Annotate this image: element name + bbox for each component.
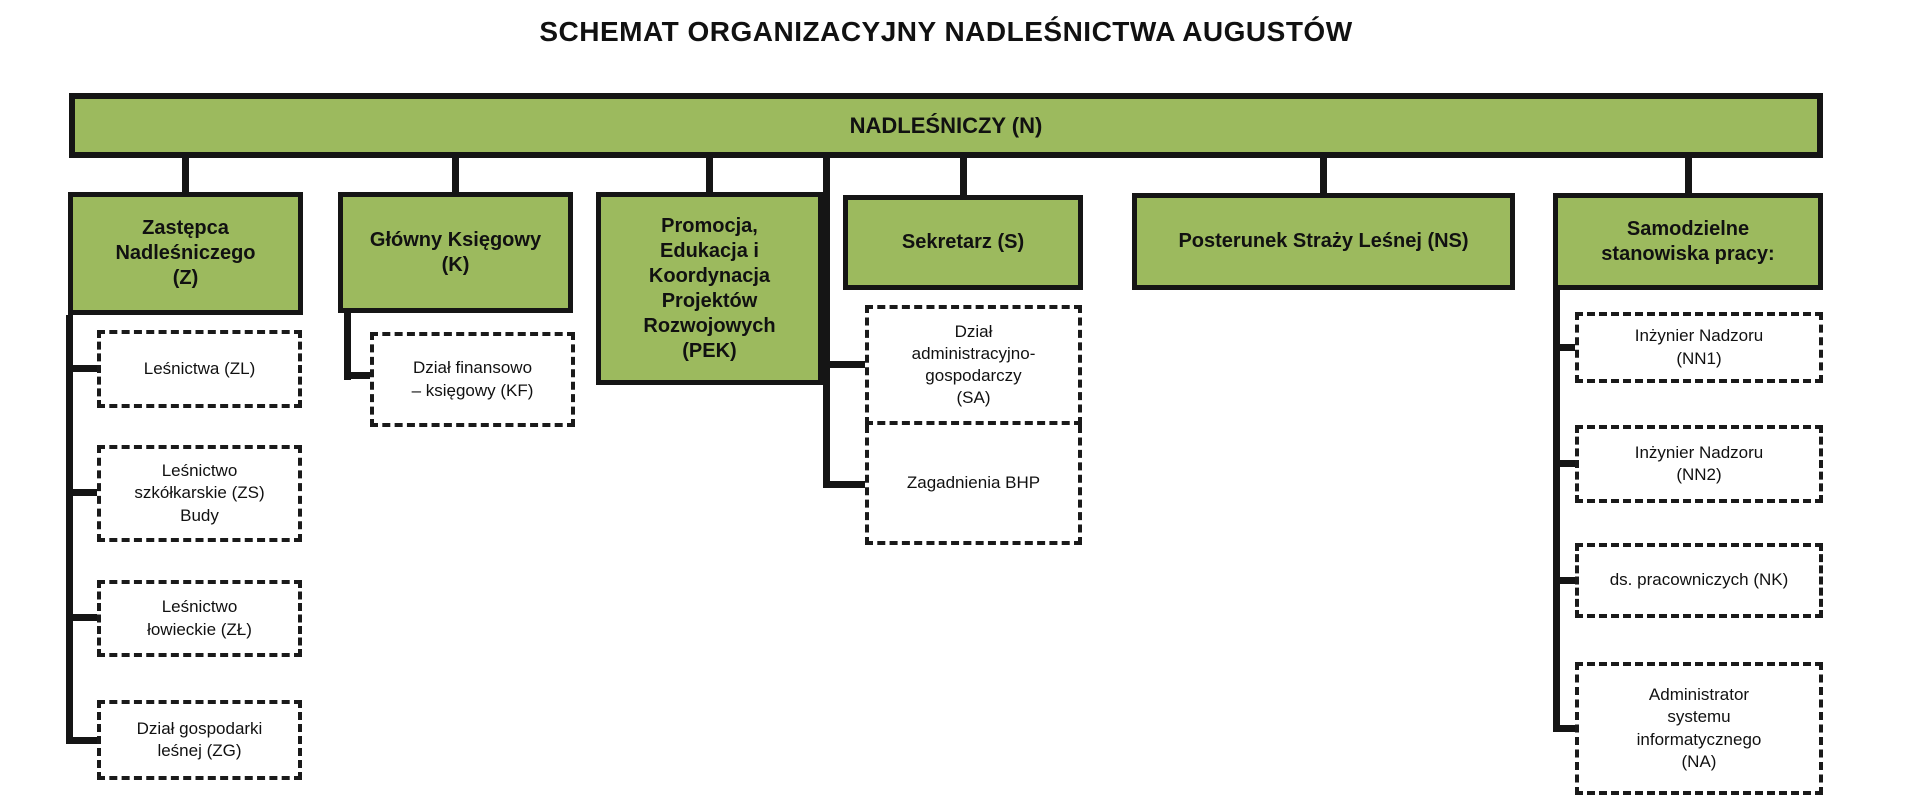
connector-spine-samodzielne	[1553, 290, 1560, 732]
org-node-samodzielne-stanowiska: Samodzielne stanowiska pracy:	[1553, 193, 1823, 290]
connector-stub-zlow	[66, 614, 97, 621]
connector-drop-sekretarz	[960, 158, 967, 195]
org-node-nadlesniczy: NADLEŚNICZY (N)	[69, 93, 1823, 158]
connector-stub-nn1	[1553, 344, 1575, 351]
org-child-inzynier-nadzoru-nn2: Inżynier Nadzoru (NN2)	[1575, 425, 1823, 503]
connector-spine-ksiegowy	[344, 313, 351, 380]
org-child-zagadnienia-bhp: Zagadnienia BHP	[865, 425, 1082, 545]
connector-stub-zg	[66, 737, 97, 744]
org-node-posterunek-strazy: Posterunek Straży Leśnej (NS)	[1132, 193, 1515, 290]
connector-stub-zl	[66, 365, 97, 372]
org-node-pek: Promocja, Edukacja i Koordynacja Projekt…	[596, 192, 823, 385]
connector-stub-nn2	[1553, 460, 1575, 467]
diagram-title: SCHEMAT ORGANIZACYJNY NADLEŚNICTWA AUGUS…	[539, 16, 1353, 47]
connector-spine-zastepca	[66, 315, 73, 744]
org-child-lesnictwa-zl: Leśnictwa (ZL)	[97, 330, 302, 408]
connector-spine-sekretarz	[823, 158, 830, 488]
connector-stub-na	[1553, 725, 1575, 732]
org-child-dzial-finansowo-ksiegowy-kf: Dział finansowo – księgowy (KF)	[370, 332, 575, 427]
connector-drop-zastepca	[182, 158, 189, 192]
org-child-dzial-gospodarki-lesnej-zg: Dział gospodarki leśnej (ZG)	[97, 700, 302, 780]
connector-drop-samodzielne	[1685, 158, 1692, 193]
org-node-zastepca: Zastępca Nadleśniczego (Z)	[68, 192, 303, 315]
org-child-lesnictwo-lowieckie-zl: Leśnictwo łowieckie (ZŁ)	[97, 580, 302, 657]
connector-drop-straz	[1320, 158, 1327, 193]
connector-drop-pek	[706, 158, 713, 192]
org-child-administrator-systemu-na: Administrator systemu informatycznego (N…	[1575, 662, 1823, 795]
connector-stub-bhp	[823, 481, 865, 488]
org-child-lesnictwo-szkolkarskie-zs: Leśnictwo szkółkarskie (ZS) Budy	[97, 445, 302, 542]
connector-stub-zs	[66, 489, 97, 496]
org-child-ds-pracowniczych-nk: ds. pracowniczych (NK)	[1575, 543, 1823, 618]
org-node-sekretarz: Sekretarz (S)	[843, 195, 1083, 290]
org-child-dzial-administracyjno-gospodarczy-sa: Dział administracyjno- gospodarczy (SA)	[865, 305, 1082, 425]
connector-stub-nk	[1553, 577, 1575, 584]
connector-stub-sa	[823, 361, 865, 368]
org-child-inzynier-nadzoru-nn1: Inżynier Nadzoru (NN1)	[1575, 312, 1823, 383]
org-node-glowny-ksiegowy: Główny Księgowy (K)	[338, 192, 573, 313]
connector-stub-kf	[344, 372, 370, 379]
connector-drop-ksiegowy	[452, 158, 459, 192]
